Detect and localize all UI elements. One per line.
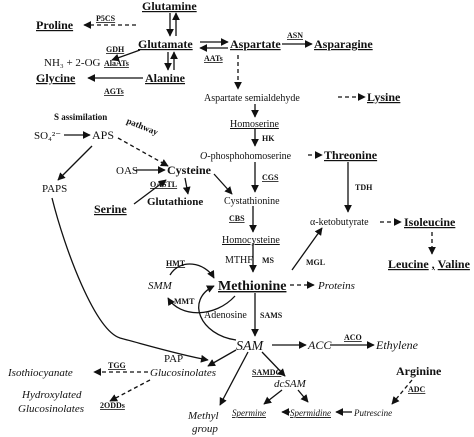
arrow-methionine-to-ketobutyrate	[291, 227, 323, 271]
node-valine: Valine	[438, 257, 471, 271]
arrow-serine-to-cysteine	[133, 179, 167, 205]
label-s-assimilation: S assimilation	[54, 112, 107, 122]
enzyme-oastl: OASTL	[150, 180, 177, 189]
arrow-glucosinolates-to-hydroxylated	[109, 379, 151, 402]
node-glutamine: Glutamine	[142, 0, 197, 13]
node-leucine-valine: Leucine,Valine	[388, 257, 471, 271]
node-glutathione: Glutathione	[147, 196, 203, 208]
enzyme-hmt: HMT	[166, 259, 186, 268]
node-adenosine: Adenosine	[204, 310, 247, 321]
arrow-sam-to-methyl	[219, 351, 249, 406]
node-aspartate: Aspartate	[230, 37, 281, 51]
enzyme-samdc: SAMDC	[252, 368, 282, 377]
node-hydroxylated-glucosinolates-line1: Hydroxylated	[21, 389, 82, 401]
node-spermidine: Spermidine	[290, 408, 331, 418]
enzyme-aco: ACO	[344, 333, 362, 342]
arrow-aps-to-cysteine	[117, 137, 169, 167]
node-asparagine: Asparagine	[314, 37, 373, 51]
enzyme-p5cs: P5CS	[96, 14, 116, 23]
enzyme-hk: HK	[262, 134, 275, 143]
node-glycine: Glycine	[36, 71, 76, 85]
enzyme-tdh: TDH	[355, 183, 373, 192]
arrow-smm-hmt-to-methionine	[169, 263, 215, 279]
enzyme-gdh: GDH	[106, 45, 125, 54]
node-putrescine: Putrescine	[353, 408, 392, 418]
node-aps: APS	[92, 128, 114, 142]
enzyme-adc: ADC	[408, 385, 426, 394]
node-mthf: MTHF	[225, 255, 253, 266]
enzyme-mmt: MMT	[174, 297, 195, 306]
arrow-aps-to-paps	[57, 145, 93, 181]
node-leucine: Leucine	[388, 257, 429, 271]
enzyme-tgg: TGG	[108, 361, 126, 370]
node-lysine: Lysine	[367, 90, 401, 104]
node-paps: PAPS	[42, 183, 67, 195]
node-glucosinolates: Glucosinolates	[150, 367, 216, 379]
arrow-sam-to-dcsam	[261, 351, 286, 377]
arrow-glutamate-to-nh3	[111, 49, 141, 62]
node-oas: OAS	[116, 165, 138, 177]
node-threonine: Threonine	[324, 148, 378, 162]
node-isoleucine: Isoleucine	[404, 215, 456, 229]
node-aspartate-semialdehyde: Aspartate semialdehyde	[204, 93, 300, 104]
node-glutamate: Glutamate	[138, 37, 193, 51]
node-so4: SO₄²⁻	[34, 130, 61, 142]
enzyme-agts: AGTs	[104, 87, 124, 96]
node-smm: SMM	[148, 280, 173, 292]
node-hydroxylated-glucosinolates-line2: Glucosinolates	[18, 403, 84, 415]
enzymes-layer: P5CS GDH AlaATs AGTs ASN AATs HK OASTL C…	[96, 14, 426, 410]
enzyme-asn: ASN	[287, 31, 303, 40]
label-s-assimilation-pathway: pathway	[125, 116, 160, 138]
arrow-methionine-mmt-to-smm	[167, 295, 236, 314]
node-sam: SAM	[236, 339, 265, 354]
arrow-cysteine-to-glutathione	[182, 177, 191, 195]
arrow-cysteine-to-cystathionine	[213, 173, 233, 195]
arrow-sam-adenosine-loop	[198, 285, 237, 341]
nodes-layer: Glutamine Proline Glutamate Aspartate As…	[7, 0, 471, 435]
enzyme-ms: MS	[262, 256, 275, 265]
enzyme-aats: AATs	[204, 54, 223, 63]
node-spermine: Spermine	[232, 408, 266, 418]
enzyme-cbs: CBS	[229, 214, 245, 223]
node-homoserine: Homoserine	[230, 119, 279, 130]
enzyme-sams: SAMS	[260, 311, 283, 320]
arrow-paps-to-pap	[51, 197, 209, 363]
node-cysteine: Cysteine	[167, 163, 212, 177]
enzyme-alaats: AlaATs	[104, 59, 129, 68]
node-isothiocyanate: Isothiocyanate	[7, 367, 73, 379]
node-dcsam: dcSAM	[274, 378, 307, 390]
arrow-dcsam-to-spermidine	[297, 389, 309, 403]
node-methionine: Methionine	[218, 279, 286, 294]
node-serine: Serine	[94, 202, 127, 216]
enzyme-cgs: CGS	[262, 173, 279, 182]
node-proline: Proline	[36, 18, 74, 32]
arrow-arginine-to-putrescine	[391, 379, 413, 405]
enzyme-mgl: MGL	[306, 258, 325, 267]
node-arginine: Arginine	[396, 364, 442, 378]
enzyme-2odds: 2ODDs	[100, 401, 125, 410]
node-alanine: Alanine	[145, 71, 186, 85]
arrows-layer	[51, 12, 436, 416]
node-alpha-ketobutyrate: α-ketobutyrate	[310, 217, 369, 228]
node-methyl-group-line1: Methyl	[187, 410, 219, 422]
node-o-phosphohomoserine: O-phosphohomoserine	[200, 151, 292, 162]
node-homocysteine: Homocysteine	[222, 235, 280, 246]
arrow-sam-to-glucosinolates	[207, 349, 237, 367]
arrow-dcsam-to-spermine	[263, 389, 283, 405]
node-methyl-group-line2: group	[192, 423, 218, 435]
node-cystathionine: Cystathionine	[224, 196, 280, 207]
node-acc: ACC	[307, 338, 332, 352]
node-nh3-2og: NH₃ + 2-OG	[44, 57, 101, 69]
node-proteins: Proteins	[317, 280, 355, 292]
node-pap: PAP	[164, 353, 183, 365]
node-ethylene: Ethylene	[375, 338, 419, 352]
